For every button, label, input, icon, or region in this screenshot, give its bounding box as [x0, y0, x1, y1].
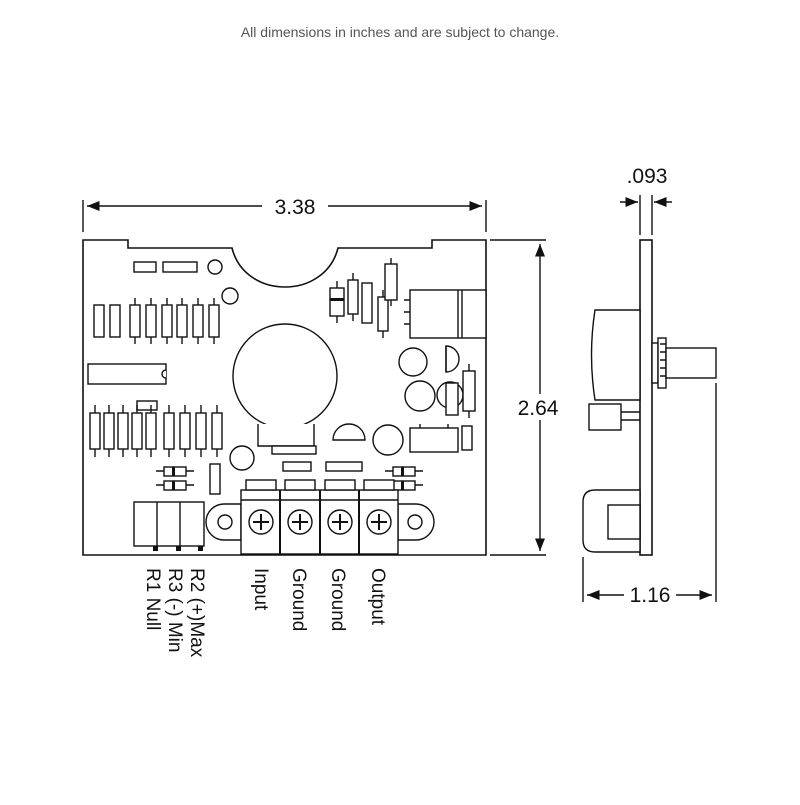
width-dimension: 3.38 [82, 194, 487, 232]
trimmer-pots [133, 501, 205, 551]
depth-dimension: 1.16 [582, 383, 717, 607]
width-value: 3.38 [275, 196, 316, 219]
component-rect [133, 261, 157, 273]
component-rect [271, 445, 317, 455]
component-rect [162, 261, 198, 273]
depth-value: 1.16 [630, 584, 671, 607]
terminal-labels: Input Ground Ground Output [250, 568, 388, 631]
label-r2-max: R2 (+)Max [186, 568, 207, 658]
pot-base [257, 424, 315, 447]
pot-labels: R2 (+)Max R3 (-) Min R1 Null [142, 568, 207, 658]
component-rect [282, 461, 312, 472]
label-ground-2: Ground [327, 568, 348, 631]
side-pot-body [590, 309, 641, 401]
terminal-block [205, 479, 435, 555]
dimensions-note: All dimensions in inches and are subject… [241, 24, 559, 40]
thickness-dimension: .093 [620, 165, 672, 235]
height-value: 2.64 [518, 397, 559, 420]
diodes-left [156, 463, 221, 495]
resistor-bank-upper [93, 298, 220, 344]
label-input: Input [250, 568, 271, 611]
label-ground-1: Ground [288, 568, 309, 631]
thickness-value: .093 [627, 165, 668, 188]
component-cluster-right [332, 345, 476, 456]
terminal-screw [248, 509, 274, 535]
component-circle [221, 287, 239, 305]
label-r1-null: R1 Null [142, 568, 163, 630]
ic-chip [87, 363, 167, 385]
component-circle [207, 259, 223, 275]
side-pcb [639, 239, 653, 556]
component-circle [229, 445, 255, 471]
terminal-screw [366, 509, 392, 535]
terminal-screw [287, 509, 313, 535]
resistor-bank-lower [89, 405, 223, 457]
label-r3-min: R3 (-) Min [164, 568, 185, 652]
side-pot-shaft [665, 347, 717, 379]
label-output: Output [367, 568, 388, 626]
front-view [82, 239, 487, 556]
height-dimension: 2.64 [490, 239, 572, 556]
terminal-screw [327, 509, 353, 535]
component-cluster-top-right [329, 258, 487, 339]
component-rect [136, 400, 158, 411]
main-potentiometer [232, 323, 338, 429]
side-component [588, 403, 622, 431]
ic-notch [161, 369, 167, 379]
side-view [582, 239, 717, 556]
